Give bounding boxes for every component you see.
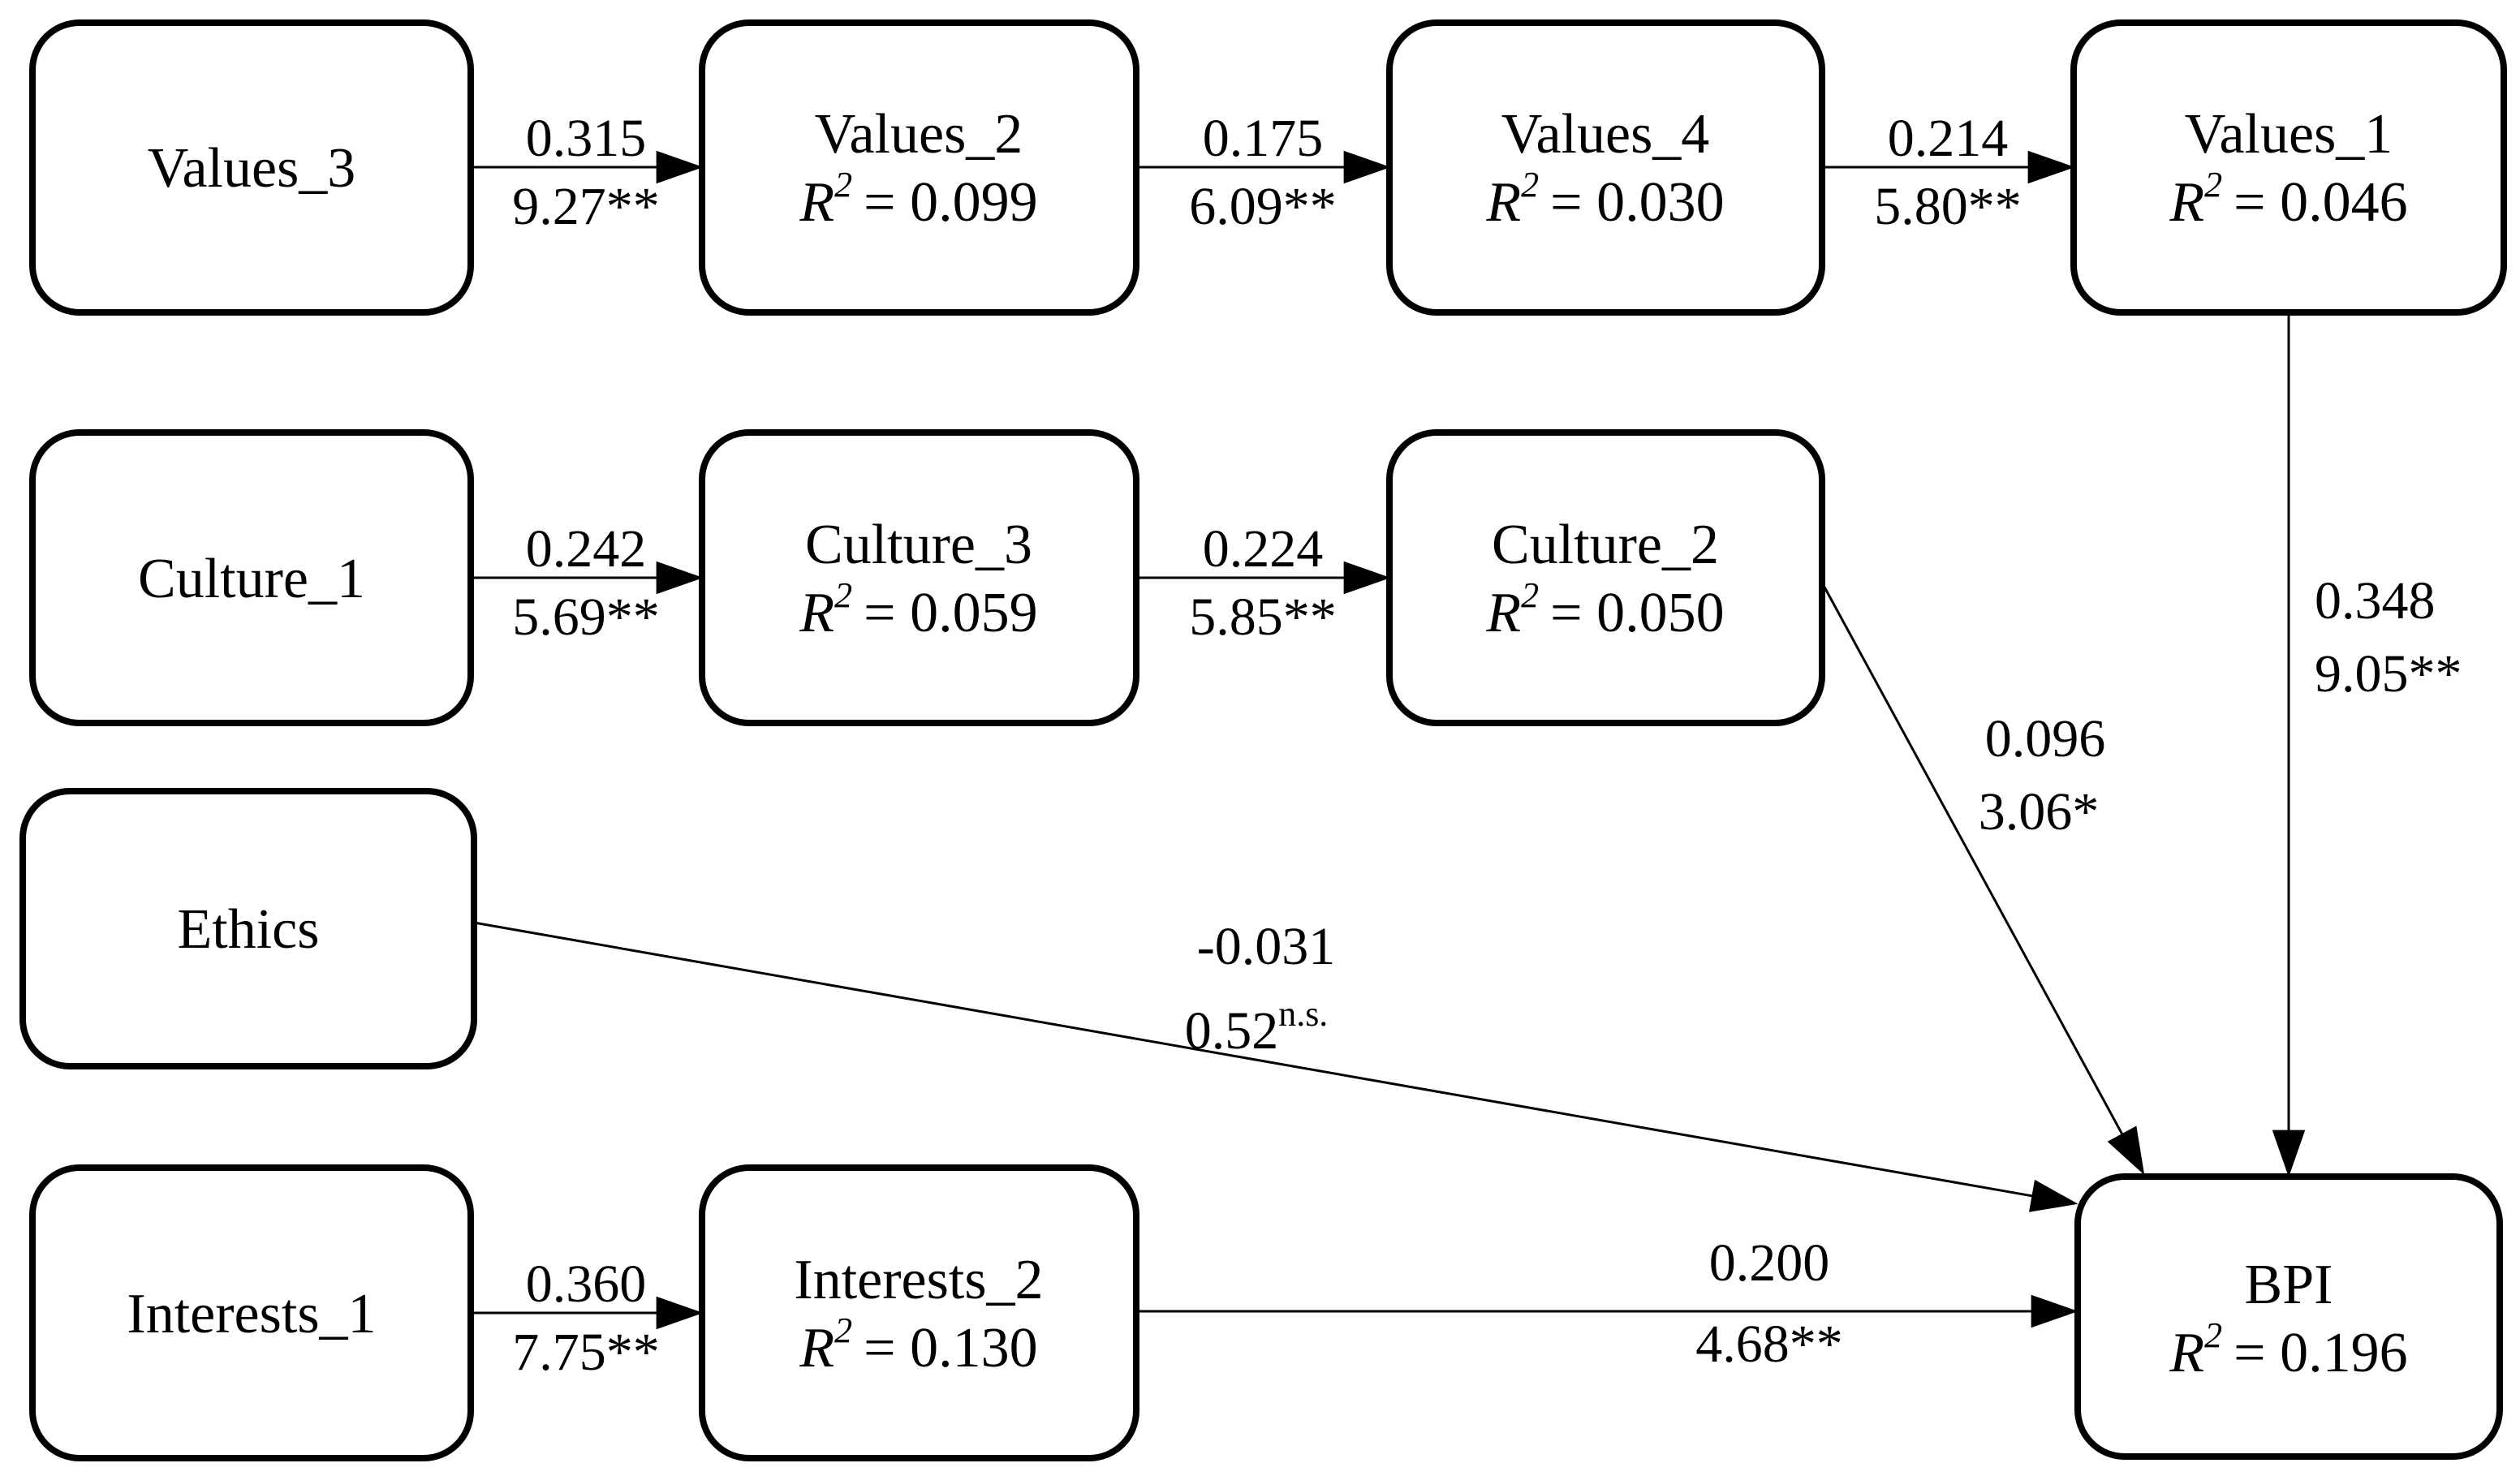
node-values2-label: Values_2 — [815, 103, 1023, 166]
coef-culture1-culture3: 0.242 — [526, 519, 647, 579]
tstat-ethics-bpi: 0.52n.s. — [1185, 994, 1329, 1061]
node-interests1-label: Interests_1 — [127, 1283, 376, 1345]
coef-values1-bpi: 0.348 — [2315, 571, 2436, 630]
node-interests1: Interests_1 — [29, 1164, 474, 1461]
node-ethics: Ethics — [19, 788, 477, 1069]
node-bpi-label: BPI — [2245, 1254, 2333, 1316]
node-interests1-box — [29, 1164, 474, 1461]
node-bpi-r2: R2= 0.196 — [2169, 1315, 2407, 1384]
node-culture3-box — [699, 429, 1139, 726]
node-values2-box — [699, 19, 1139, 316]
tstat-interests1-interests2: 7.75** — [512, 1323, 660, 1382]
tstat-values3-values2: 9.27** — [512, 177, 660, 236]
nodes: Values_3 Values_2 R2= 0.099 Values_4 R2=… — [19, 19, 2507, 1461]
coef-values4-values1: 0.214 — [1888, 109, 2009, 168]
coef-values3-values2: 0.315 — [526, 109, 647, 168]
tstat-values2-values4: 6.09** — [1189, 177, 1337, 236]
tstat-values4-values1: 5.80** — [1874, 177, 2022, 236]
coef-ethics-bpi: -0.031 — [1197, 917, 1335, 976]
node-values1-label: Values_1 — [2185, 103, 2393, 166]
node-values3: Values_3 — [29, 19, 474, 316]
node-values4-r2: R2= 0.030 — [1485, 165, 1724, 234]
coef-culture2-bpi: 0.096 — [1985, 709, 2106, 768]
node-culture2: Culture_2 R2= 0.050 — [1386, 429, 1825, 726]
node-interests2-box — [699, 1164, 1139, 1461]
node-values4-box — [1386, 19, 1825, 316]
node-ethics-label: Ethics — [178, 898, 320, 961]
node-culture2-r2: R2= 0.050 — [1485, 575, 1724, 644]
node-culture3: Culture_3 R2= 0.059 — [699, 429, 1139, 726]
node-interests2-r2: R2= 0.130 — [799, 1310, 1037, 1379]
coef-values2-values4: 0.175 — [1203, 109, 1324, 168]
edge-culture2-bpi — [1820, 582, 2145, 1176]
node-values3-label: Values_3 — [148, 137, 356, 200]
edges — [471, 150, 2306, 1330]
edge-labels: 0.315 9.27** 0.175 6.09** 0.214 5.80** 0… — [512, 109, 2462, 1382]
node-bpi: BPI R2= 0.196 — [2074, 1173, 2503, 1460]
node-culture3-label: Culture_3 — [805, 514, 1032, 576]
edge-ethics-bpi — [473, 921, 2078, 1212]
node-values4: Values_4 R2= 0.030 — [1386, 19, 1825, 316]
node-interests2: Interests_2 R2= 0.130 — [699, 1164, 1139, 1461]
node-culture2-box — [1386, 429, 1825, 726]
node-culture1-box — [29, 429, 474, 726]
coef-culture3-culture2: 0.224 — [1203, 519, 1324, 579]
node-culture1-label: Culture_1 — [138, 548, 365, 610]
coef-interests1-interests2: 0.360 — [526, 1254, 647, 1314]
node-values2: Values_2 R2= 0.099 — [699, 19, 1139, 316]
node-bpi-box — [2074, 1173, 2503, 1460]
node-values1-box — [2070, 19, 2507, 316]
tstat-culture2-bpi: 3.06* — [1979, 782, 2100, 841]
node-culture2-label: Culture_2 — [1492, 514, 1719, 576]
tstat-values1-bpi: 9.05** — [2315, 644, 2462, 704]
node-values1: Values_1 R2= 0.046 — [2070, 19, 2507, 316]
coef-interests2-bpi: 0.200 — [1709, 1233, 1830, 1293]
node-interests2-label: Interests_2 — [794, 1249, 1043, 1311]
tstat-culture3-culture2: 5.85** — [1189, 587, 1337, 647]
node-values3-box — [29, 19, 474, 316]
node-ethics-box — [19, 788, 477, 1069]
tstat-culture1-culture3: 5.69** — [512, 587, 660, 647]
node-culture1: Culture_1 — [29, 429, 474, 726]
node-values4-label: Values_4 — [1501, 103, 1710, 166]
node-values1-r2: R2= 0.046 — [2169, 165, 2407, 234]
node-culture3-r2: R2= 0.059 — [799, 575, 1037, 644]
node-values2-r2: R2= 0.099 — [799, 165, 1037, 234]
tstat-interests2-bpi: 4.68** — [1695, 1315, 1843, 1374]
